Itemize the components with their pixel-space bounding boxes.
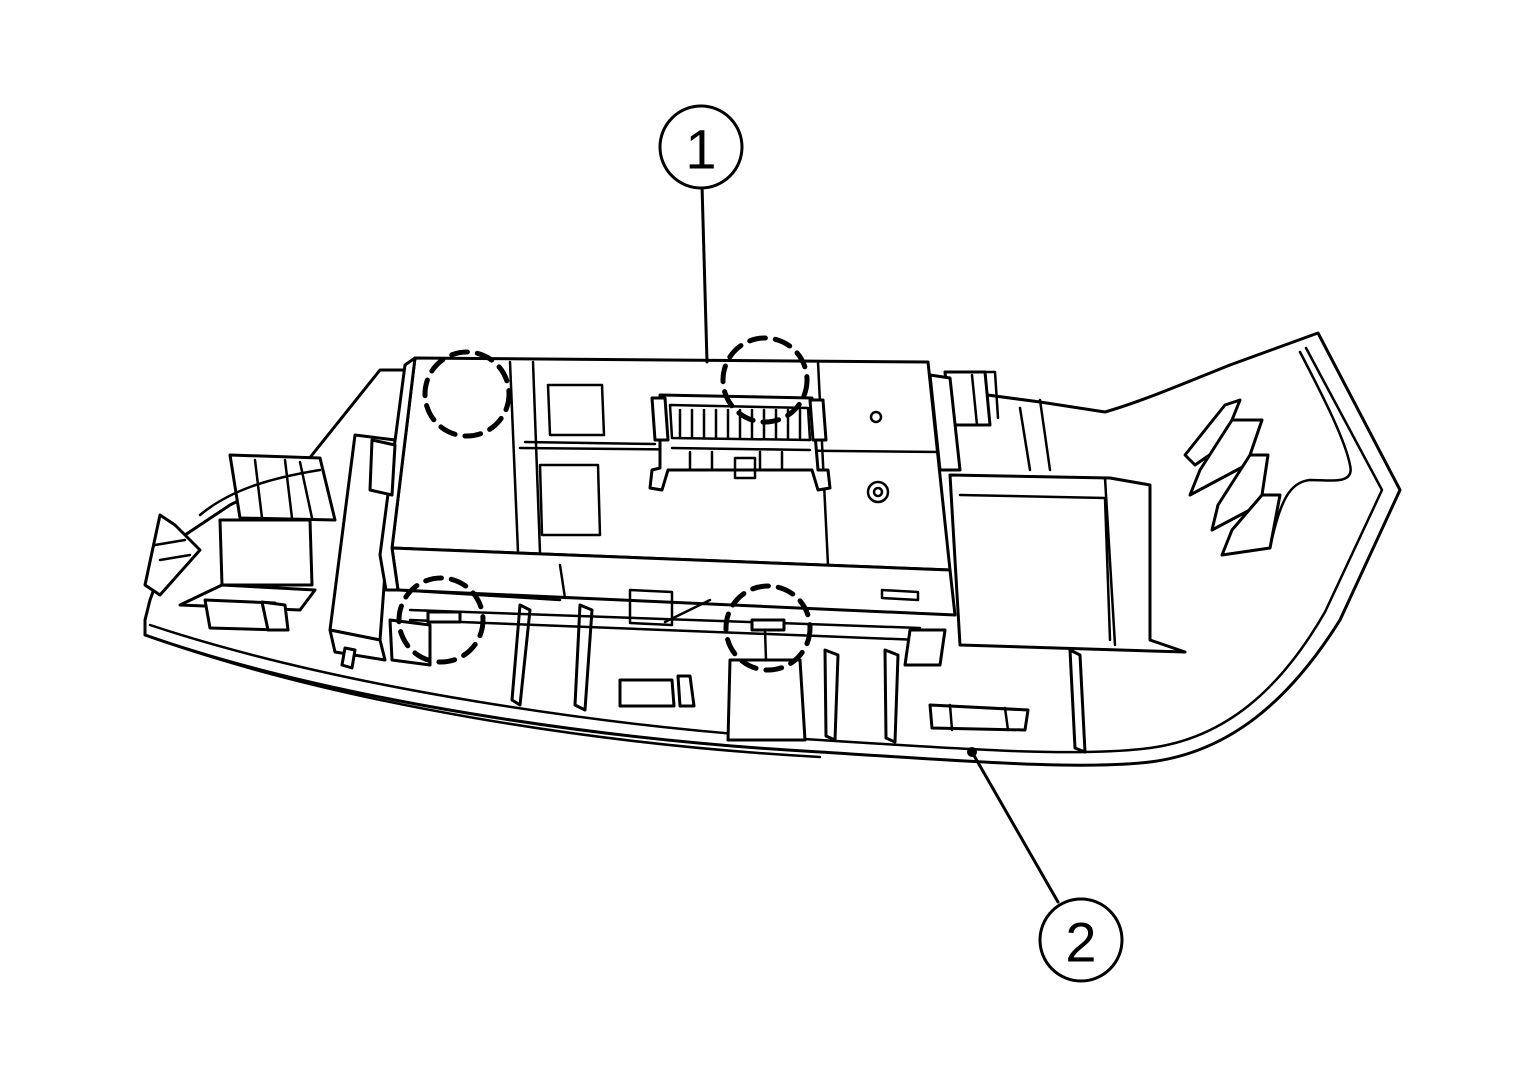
right-fins [1183, 398, 1282, 557]
base-left-end [143, 453, 337, 632]
module-connector [648, 393, 832, 492]
fastener-markers [396, 335, 813, 673]
base-cavity-right [948, 398, 1187, 654]
leader-line-2 [967, 747, 1060, 904]
callout-2: 2 [1038, 897, 1124, 983]
module-right-bracket [928, 370, 1000, 472]
callout-1: 1 [658, 104, 744, 190]
callout-2-label: 2 [1065, 911, 1096, 974]
leader-line-1 [700, 183, 709, 364]
callout-1-label: 1 [685, 118, 716, 181]
